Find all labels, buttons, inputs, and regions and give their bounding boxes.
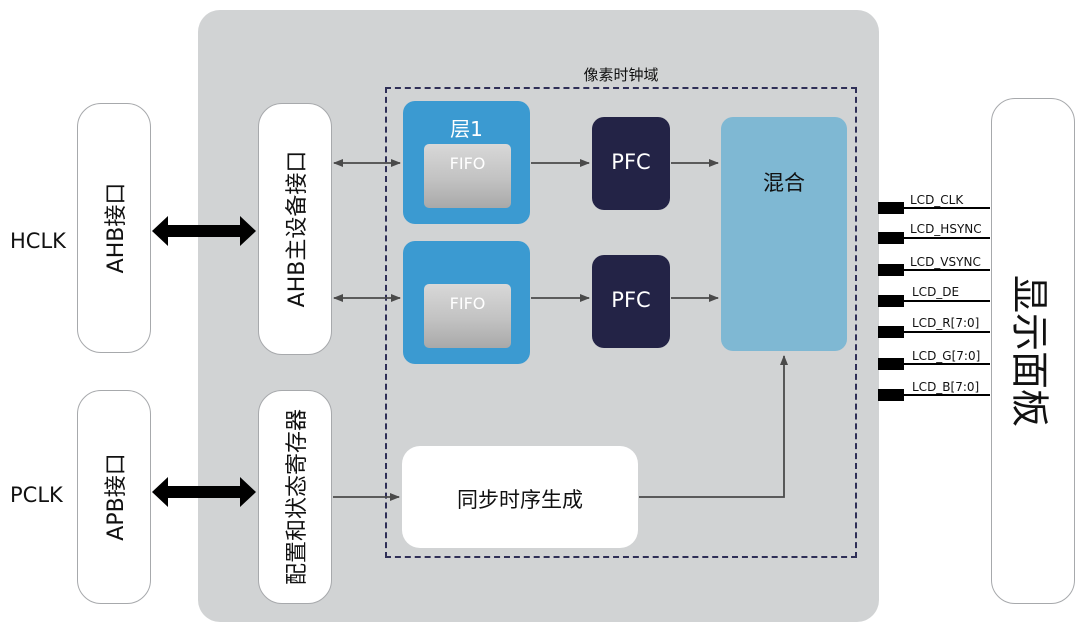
layer1-box: 层1 FIFO bbox=[403, 101, 530, 224]
apb-interface-box: APB接口 bbox=[77, 390, 151, 604]
config-status-registers-box: 配置和状态寄存器 bbox=[258, 390, 332, 604]
layer2-box: FIFO bbox=[403, 241, 530, 364]
pixel-clock-domain-label: 像素时钟域 bbox=[583, 66, 659, 84]
signal-label: LCD_VSYNC bbox=[910, 255, 981, 269]
layer2-fifo: FIFO bbox=[424, 284, 511, 348]
blending-box: 混合 bbox=[721, 117, 847, 351]
signal-lines bbox=[878, 202, 990, 401]
pfc2-box: PFC bbox=[592, 255, 670, 348]
pfc1-box: PFC bbox=[592, 117, 670, 210]
ahb-interface-box: AHB接口 bbox=[77, 103, 151, 353]
hclk-label: HCLK bbox=[10, 229, 66, 253]
pclk-bus-arrow bbox=[152, 477, 256, 507]
hclk-bus-arrow bbox=[152, 216, 256, 246]
signal-label: LCD_DE bbox=[912, 285, 960, 299]
signal-label: LCD_R[7:0] bbox=[912, 316, 980, 330]
pclk-label: PCLK bbox=[10, 483, 63, 507]
sync-timing-box: 同步时序生成 bbox=[402, 446, 638, 548]
layer1-title: 层1 bbox=[450, 117, 483, 141]
sync-timing-label: 同步时序生成 bbox=[457, 488, 583, 512]
signal-label: LCD_G[7:0] bbox=[912, 349, 981, 363]
layer1-fifo: FIFO bbox=[424, 144, 511, 208]
signal-label: LCD_HSYNC bbox=[910, 222, 982, 236]
ahb-master-interface-box: AHB主设备接口 bbox=[258, 103, 332, 355]
display-panel-box: 显示面板 bbox=[991, 98, 1075, 604]
sync-to-blend-arrow bbox=[639, 355, 788, 498]
signal-label: LCD_B[7:0] bbox=[912, 380, 980, 394]
blending-label: 混合 bbox=[763, 171, 805, 195]
signal-label: LCD_CLK bbox=[910, 193, 964, 207]
pixel-clock-domain-box bbox=[385, 87, 857, 558]
